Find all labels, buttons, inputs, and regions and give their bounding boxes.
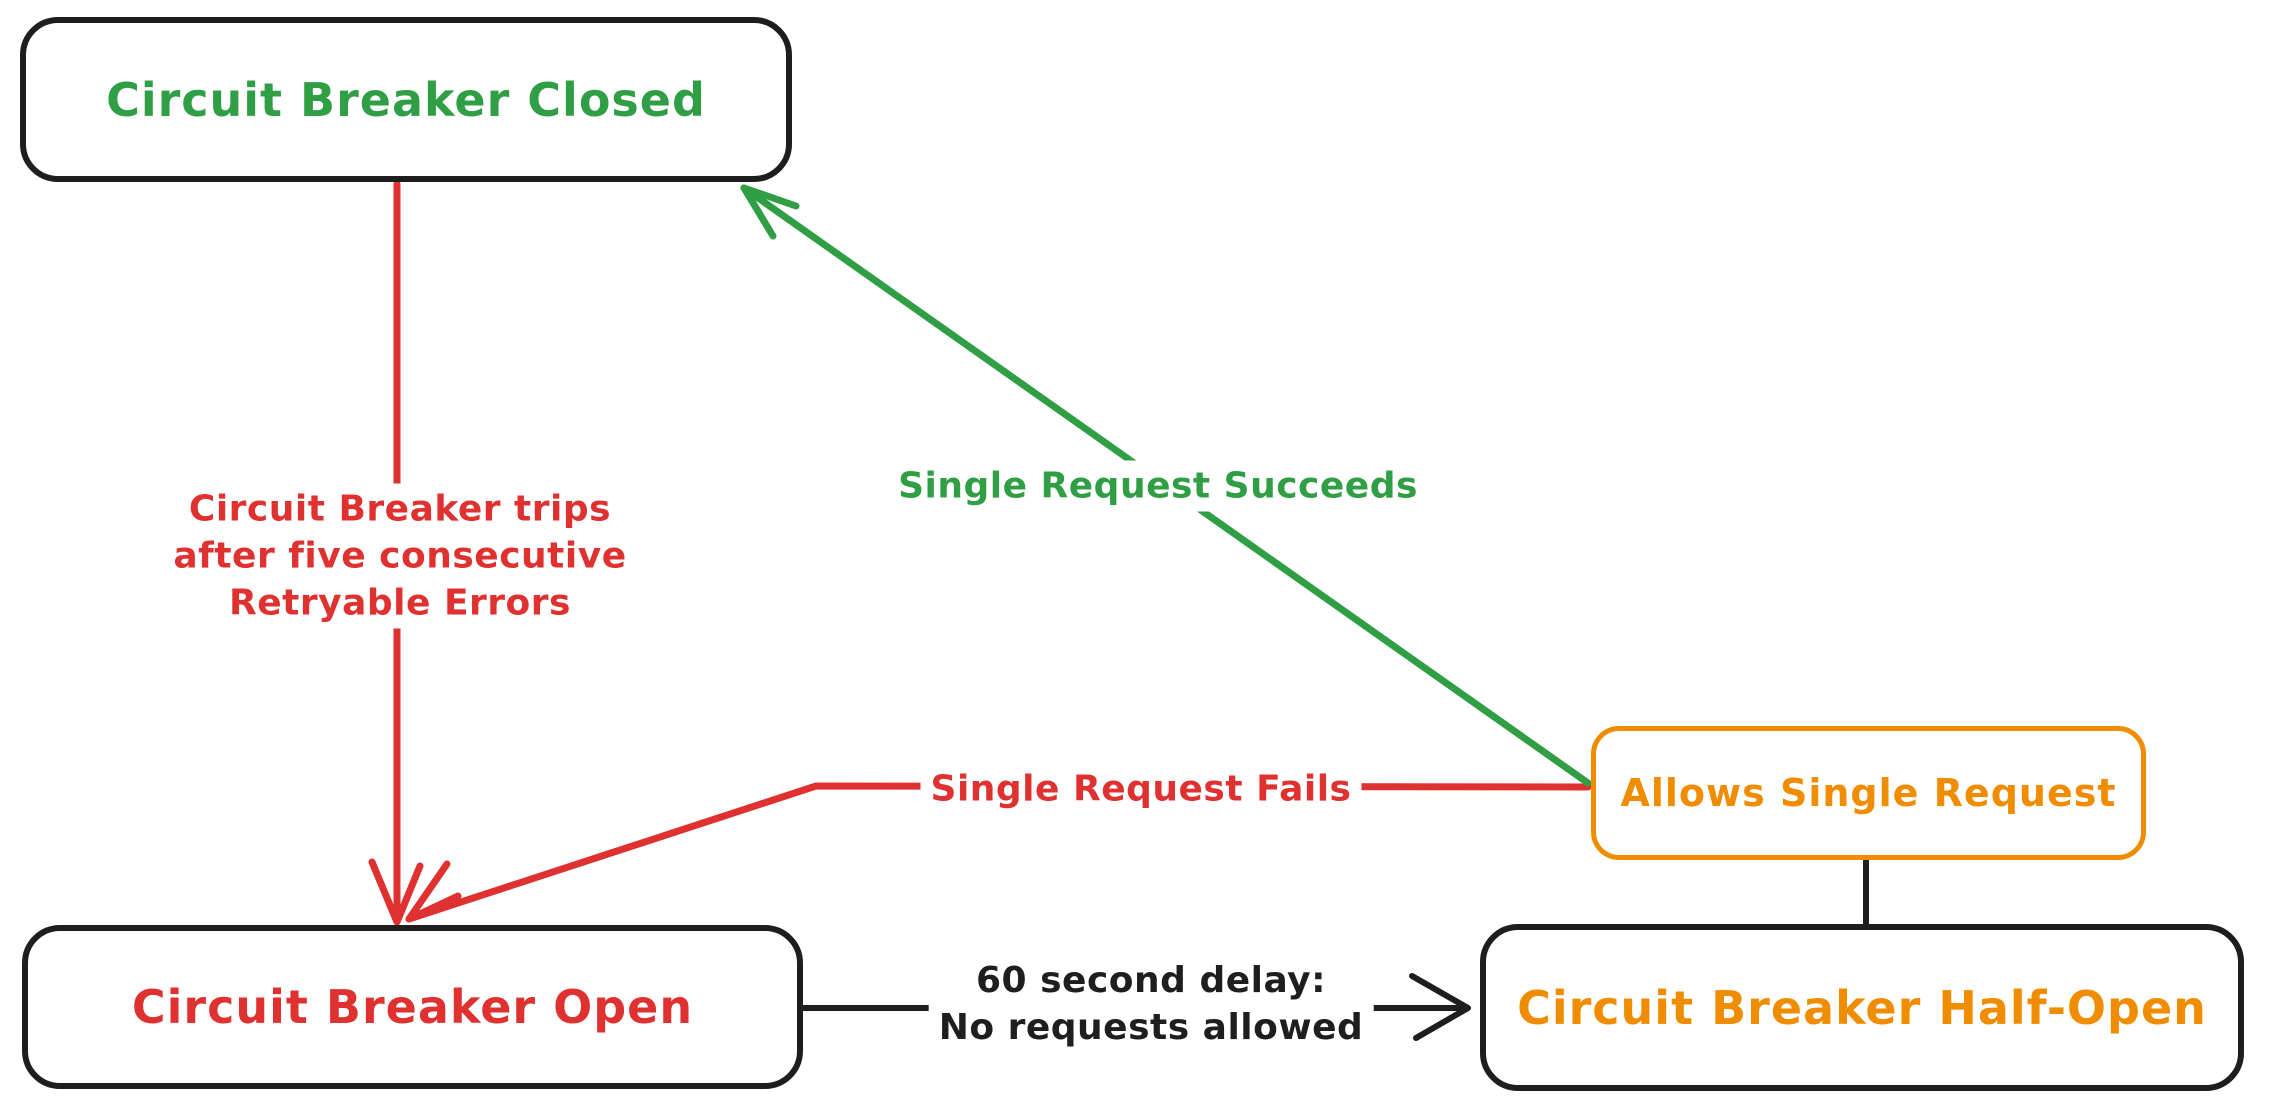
node-circuit-breaker-open: Circuit Breaker Open: [22, 925, 803, 1089]
edge-label-trips-line1: Circuit Breaker trips: [188, 488, 612, 530]
edge-trips-arrowhead-icon: [368, 858, 424, 926]
edge-label-trips-line2: after five consecutive: [173, 535, 627, 577]
edge-label-trips-line3: Retryable Errors: [229, 582, 571, 624]
edge-succeeds-arrowhead-icon: [740, 184, 800, 240]
edge-delay-arrowhead-icon: [1409, 973, 1471, 1041]
node-allows-single-request: Allows Single Request: [1591, 726, 2146, 860]
edge-label-delay-line2: No requests allowed: [938, 1007, 1364, 1048]
edge-label-fails: Single Request Fails: [920, 763, 1362, 815]
node-circuit-breaker-closed: Circuit Breaker Closed: [20, 17, 792, 182]
node-closed-label: Circuit Breaker Closed: [106, 72, 706, 127]
node-open-label: Circuit Breaker Open: [131, 980, 694, 1034]
node-half-open-label: Circuit Breaker Half-Open: [1517, 980, 2207, 1035]
node-circuit-breaker-half-open: Circuit Breaker Half-Open: [1480, 924, 2244, 1091]
edge-fails-arrowhead-icon: [405, 860, 462, 923]
edge-label-succeeds: Single Request Succeeds: [888, 460, 1428, 512]
edge-label-trips: Circuit Breaker trips after five consecu…: [163, 483, 637, 629]
edge-label-delay: 60 second delay: No requests allowed: [928, 955, 1374, 1053]
node-allows-label: Allows Single Request: [1620, 771, 2117, 815]
edge-label-delay-line1: 60 second delay:: [975, 960, 1327, 1001]
